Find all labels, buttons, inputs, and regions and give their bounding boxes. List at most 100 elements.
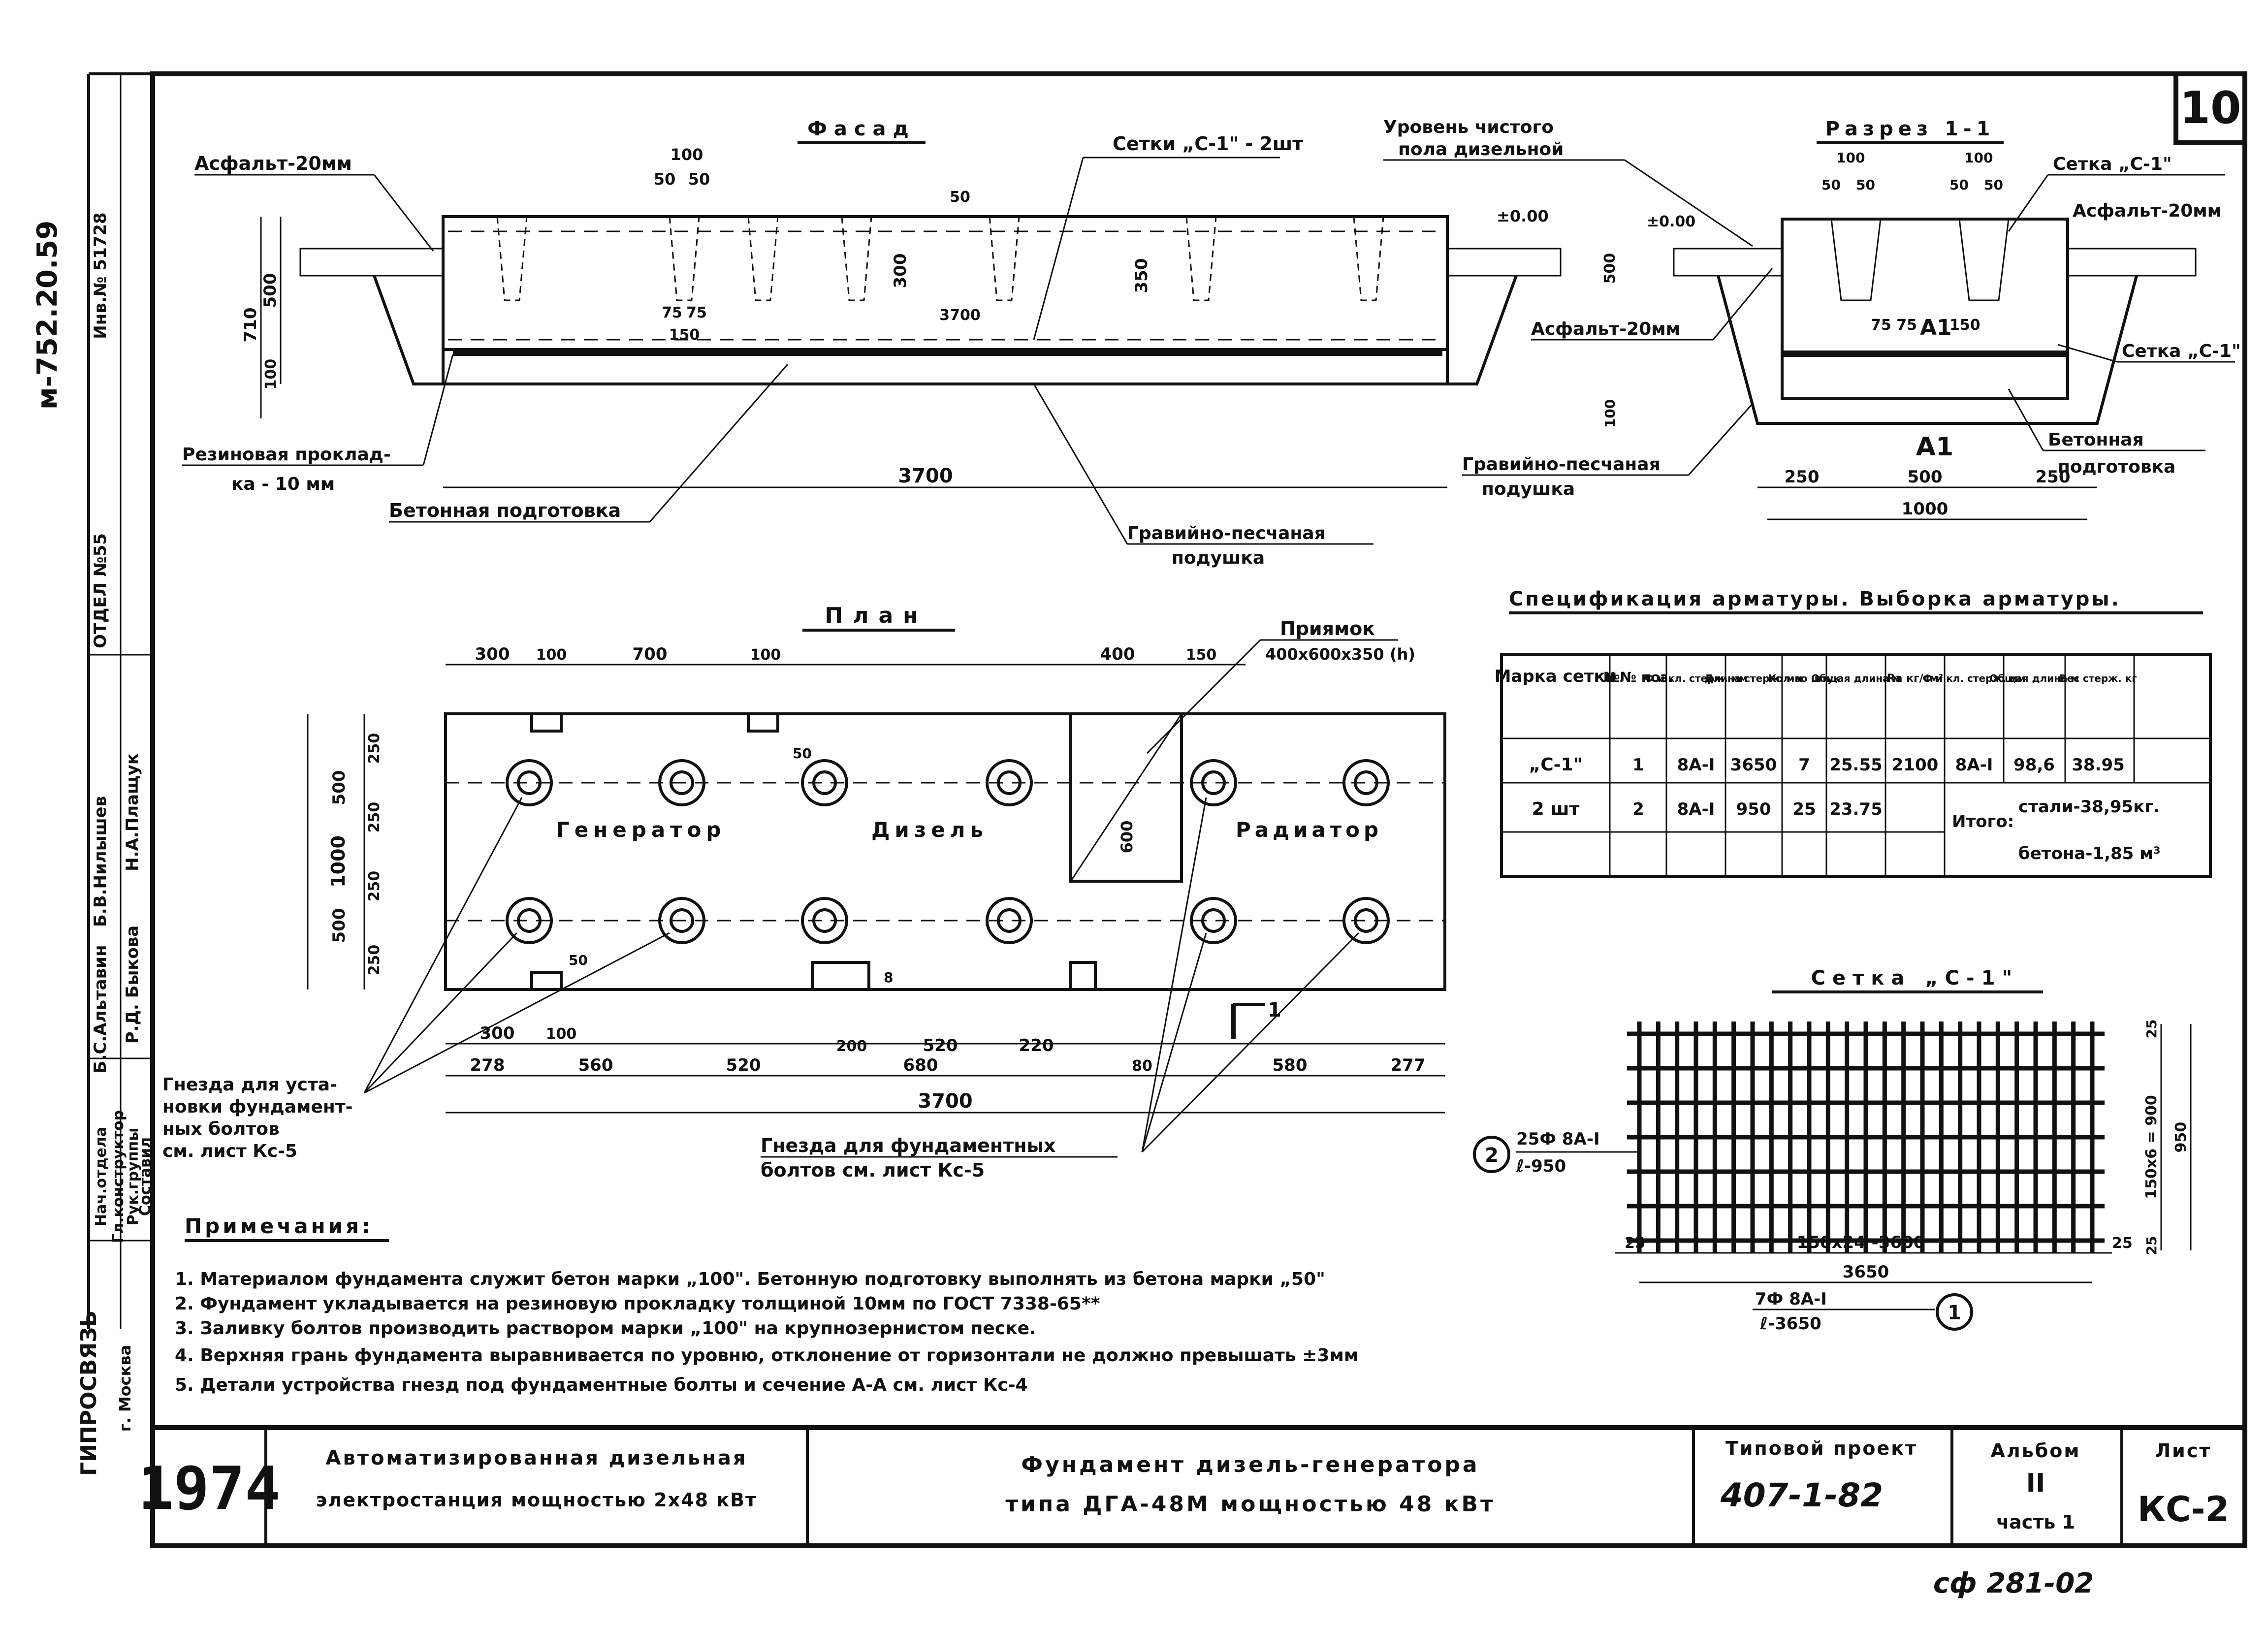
sheet-frame [87, 71, 2247, 1548]
plan-left-250d: 250 [366, 945, 383, 976]
plan-b1-220: 220 [1019, 1036, 1054, 1055]
plan-pit-600: 600 [1118, 821, 1136, 854]
facade-dim-150: 150 [669, 326, 700, 344]
facade-level: ±0.00 [1497, 207, 1549, 225]
spec-h10: Вес стерж. кг [2059, 672, 2137, 684]
mesh-dim-25d: 25 [2143, 1236, 2160, 1255]
plan-b1-580: 580 [1273, 1055, 1308, 1075]
note-2: 2. Фундамент укладывается на резиновую п… [175, 1294, 1100, 1314]
section-dim-500b: 500 [1908, 467, 1943, 487]
facade-dim-710: 710 [241, 308, 260, 343]
spec-r1-c8: 8А-I [1955, 755, 1993, 775]
facade-rubber-label-2: ка - 10 мм [231, 474, 335, 494]
spec-r2-c2: 2 [1632, 799, 1644, 819]
plan-dim-50b: 50 [569, 952, 588, 968]
spec-r1-c7: 2100 [1892, 755, 1939, 775]
section-dim-50c: 50 [1949, 177, 1969, 193]
mesh-grid [1627, 1021, 2105, 1253]
spec-r1-c6: 25.55 [1829, 755, 1883, 775]
section-mark-a1: А1 [1916, 432, 1953, 462]
mesh-pos2-len: ℓ-950 [1516, 1156, 1566, 1176]
plan-b1-520: 520 [923, 1036, 958, 1055]
section-asphalt-right: Асфальт-20мм [2073, 201, 2222, 221]
tb-part: часть 1 [1996, 1511, 2075, 1533]
facade-asphalt-label: Асфальт-20мм [194, 153, 352, 174]
section-dim-100a: 100 [1836, 150, 1865, 166]
mesh-dim-25a: 25 [1625, 1235, 1645, 1252]
section-concrete-2: подготовка [2058, 457, 2175, 477]
plan-bolt-sockets [506, 759, 1390, 944]
left-margin-strip: м-752.20.59 Б.В.Нилышев Б.С.Альтавин Н.А… [32, 212, 154, 1476]
role-4: Составил [137, 1137, 154, 1216]
spec-r2-c5: 25 [1792, 799, 1816, 819]
plan-b1-200: 200 [836, 1038, 867, 1055]
section-gravel-2: подушка [1482, 479, 1575, 499]
facade-concrete-label: Бетонная подготовка [389, 500, 621, 521]
facade-dim-50a: 50 [654, 170, 676, 189]
notes-title: Примечания: [185, 1214, 373, 1238]
plan-top-300: 300 [475, 644, 510, 664]
note-5: 5. Детали устройства гнезд под фундамент… [175, 1375, 1028, 1395]
tb-album-label: Альбом [1991, 1440, 2081, 1462]
mesh-dim-25b: 25 [2112, 1235, 2133, 1252]
plan-b1-100: 100 [546, 1025, 577, 1043]
section-dim-250a: 250 [1785, 467, 1820, 487]
facade-dim-300: 300 [891, 254, 910, 288]
section-dim-50d: 50 [1984, 177, 2003, 193]
tb-year: 1974 [138, 1455, 281, 1523]
side-label-4: Р.Д. Быкова [123, 926, 142, 1044]
plan-b2-560: 560 [578, 1055, 613, 1075]
sheet-number-box: 10 [2173, 71, 2247, 145]
side-label-2: Б.С.Альтавин [91, 945, 110, 1074]
department: ОТДЕЛ №55 [91, 533, 110, 648]
plan-top-100a: 100 [536, 646, 567, 664]
mesh-dim-3650: 3650 [1843, 1262, 1889, 1282]
spec-r1-c5: 7 [1798, 755, 1810, 775]
plan-b2-520: 520 [726, 1055, 761, 1075]
section-dim-500: 500 [1601, 253, 1619, 284]
mesh-dim-25c: 25 [2143, 1020, 2160, 1039]
side-label-3: Н.А.Плащук [123, 753, 142, 871]
role-2: Гл.конструктор [110, 1110, 127, 1243]
spec-h6: Общая длина м [1811, 672, 1901, 684]
plan-left-500b: 500 [329, 908, 349, 943]
tb-drawing-2: типа ДГА-48М мощностью 48 кВт [1005, 1492, 1495, 1517]
note-3: 3. Заливку болтов производить раствором … [175, 1318, 1036, 1339]
section-gravel-1: Гравийно-песчаная [1462, 454, 1661, 475]
plan-b1-80: 80 [1132, 1057, 1152, 1075]
plan-pit-2: 400х600х350 (h) [1265, 645, 1415, 664]
facade-gravel-label-2: подушка [1172, 548, 1265, 568]
spec-total-steel: стали-38,95кг. [2018, 797, 2160, 817]
facade-dim-50b: 50 [688, 170, 710, 189]
city: г. Москва [116, 1345, 134, 1432]
spec-r1-c3: 8А-I [1677, 755, 1715, 775]
tb-project-1: Автоматизированная дизельная [326, 1447, 748, 1469]
section-dim-250b: 250 [2036, 467, 2071, 487]
section-title: Разрез 1-1 [1825, 118, 1995, 140]
facade-dim-75a: 75 [662, 304, 682, 321]
section-asphalt-left: Асфальт-20мм [1531, 319, 1680, 339]
spec-h2: №№ поз. [1603, 669, 1674, 685]
mesh-pos2: 2 [1485, 1144, 1499, 1167]
mesh-title: Сетка „С-1" [1811, 967, 2019, 990]
section-mark-a1-top: А1 [1920, 315, 1952, 340]
spec-h3: Ф и кл. стерж. мм [1644, 672, 1747, 684]
plan-pit-1: Приямок [1280, 618, 1375, 639]
plan-radiator: Радиатор [1236, 818, 1382, 842]
tb-typ-label: Типовой проект [1725, 1437, 1917, 1459]
section-concrete-1: Бетонная [2048, 430, 2144, 450]
plan-bolt-label-1: Гнезда для уста- [162, 1075, 337, 1095]
plan-left-250c: 250 [366, 871, 383, 902]
plan-left-500a: 500 [329, 770, 349, 805]
spec-r1-c2: 1 [1632, 755, 1644, 775]
role-1: Нач.отдела [93, 1127, 110, 1226]
tb-album-value: II [2026, 1468, 2045, 1498]
facade-dim-75b: 75 [686, 304, 707, 321]
section-dim-150: 150 [1949, 317, 1981, 334]
plan-top-400: 400 [1100, 644, 1135, 664]
spec-r2-c4: 950 [1736, 799, 1771, 819]
facade-dim-100a: 100 [262, 359, 280, 390]
plan-top-700: 700 [633, 644, 668, 664]
plan-b2-277: 277 [1391, 1055, 1426, 1075]
spec-h7: Rа кг/см² [1887, 672, 1944, 685]
